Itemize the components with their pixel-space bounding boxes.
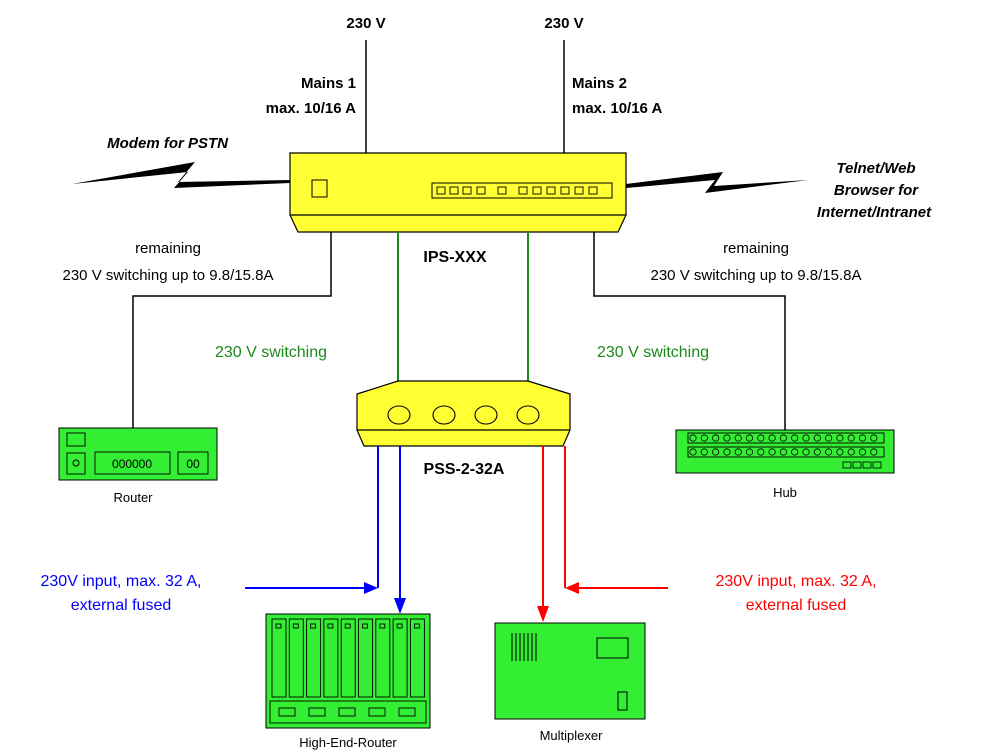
ips-label: IPS-XXX xyxy=(423,249,486,266)
remaining-right-line1: remaining xyxy=(723,240,789,257)
hub-port-dot xyxy=(836,448,844,456)
telnet-label-line3: Internet/Intranet xyxy=(817,204,932,221)
input-left-line1: 230V input, max. 32 A, xyxy=(41,573,202,590)
router-slot xyxy=(409,618,425,698)
multiplexer-label: Multiplexer xyxy=(540,728,604,743)
hub-port-dot xyxy=(791,448,799,456)
hub-port-dot xyxy=(779,448,788,456)
mains2-label: Mains 2 xyxy=(572,75,627,92)
voltage-right-label: 230 V xyxy=(544,15,583,32)
hub-port-dot xyxy=(745,448,754,456)
input-right-line1: 230V input, max. 32 A, xyxy=(716,573,877,590)
telnet-lightning-bolt xyxy=(626,172,808,193)
remaining-right-line2: 230 V switching up to 9.8/15.8A xyxy=(651,267,862,284)
router-slot-led xyxy=(310,623,317,629)
router-ports: 000000 xyxy=(112,457,152,471)
mains2-max-label: max. 10/16 A xyxy=(572,100,663,117)
input-left-line2: external fused xyxy=(71,597,172,614)
mains1-label: Mains 1 xyxy=(301,75,356,92)
hub-port-dot xyxy=(802,448,810,456)
blue-input-lines xyxy=(245,446,406,614)
router-slot-led xyxy=(344,623,351,629)
hub-port-dot xyxy=(700,434,708,442)
hub-port-dot xyxy=(858,434,867,442)
router-slot-led xyxy=(327,623,334,629)
hub-port-dot xyxy=(734,434,742,442)
router-port-small: 00 xyxy=(186,457,200,471)
hub-port-dot xyxy=(711,434,720,442)
router-slot xyxy=(323,618,339,698)
router-slot xyxy=(340,618,356,698)
modem-lightning-bolt xyxy=(72,162,290,188)
remaining-left-line1: remaining xyxy=(135,240,201,257)
hub-port-dot xyxy=(870,434,878,442)
hub-port-dot xyxy=(858,448,867,456)
router-slot-led xyxy=(362,623,368,629)
hub-port-dot xyxy=(813,448,821,456)
switching-right-label: 230 V switching xyxy=(597,344,709,361)
hub-port-dot xyxy=(824,448,833,456)
router-slot xyxy=(392,618,408,698)
switching-left-label: 230 V switching xyxy=(215,344,327,361)
voltage-left-label: 230 V xyxy=(346,15,385,32)
mains1-max-label: max. 10/16 A xyxy=(266,100,357,117)
input-right-line2: external fused xyxy=(746,597,847,614)
router-slot-led xyxy=(396,623,403,629)
ips-unit xyxy=(289,152,627,233)
hub-port-dot xyxy=(813,434,821,442)
high-end-router-label: High-End-Router xyxy=(299,735,397,750)
hub-port-dot xyxy=(700,448,708,456)
router-device xyxy=(58,427,218,481)
router-slot-led xyxy=(292,623,299,629)
telnet-label-line2: Browser for xyxy=(834,182,919,199)
hub-port-dot xyxy=(779,434,788,442)
hub-port-dot xyxy=(768,434,776,442)
hub-port-dot xyxy=(847,448,855,456)
hub-port-dot xyxy=(757,434,765,442)
router-slot xyxy=(271,618,287,698)
hub-port-dot xyxy=(745,434,754,442)
hub-port-dot xyxy=(723,448,731,456)
hub-port-dot xyxy=(847,434,855,442)
multiplexer-device xyxy=(494,622,646,720)
hub-port-dot xyxy=(768,448,776,456)
hub-port-dot xyxy=(689,448,697,456)
modem-label: Modem for PSTN xyxy=(107,135,229,152)
pss-unit xyxy=(356,380,571,447)
hub-port-dot xyxy=(791,434,799,442)
router-slot-led xyxy=(379,623,386,629)
hub-port-dot xyxy=(757,448,765,456)
router-slot xyxy=(375,618,391,698)
telnet-label-line1: Telnet/Web xyxy=(836,160,915,177)
red-input-lines xyxy=(537,446,668,622)
hub-port-dot xyxy=(836,434,844,442)
hub-port-dot xyxy=(689,434,697,442)
router-label: Router xyxy=(113,490,153,505)
pss-label: PSS-2-32A xyxy=(424,461,505,478)
remaining-left-line xyxy=(132,232,332,428)
router-slot xyxy=(358,618,373,698)
hub-device xyxy=(675,429,895,474)
router-slot-led xyxy=(275,623,282,629)
hub-port-dot xyxy=(870,448,878,456)
hub-port-dot xyxy=(723,434,731,442)
router-slot-led xyxy=(413,623,420,629)
router-slot xyxy=(306,618,322,698)
router-slot xyxy=(288,618,304,698)
high-end-router-device xyxy=(265,613,431,729)
hub-port-dot xyxy=(802,434,810,442)
hub-label: Hub xyxy=(773,485,797,500)
remaining-right-line xyxy=(593,232,786,430)
hub-port-dot xyxy=(734,448,742,456)
hub-port-dot xyxy=(711,448,720,456)
remaining-left-line2: 230 V switching up to 9.8/15.8A xyxy=(63,267,274,284)
hub-port-dot xyxy=(824,434,833,442)
